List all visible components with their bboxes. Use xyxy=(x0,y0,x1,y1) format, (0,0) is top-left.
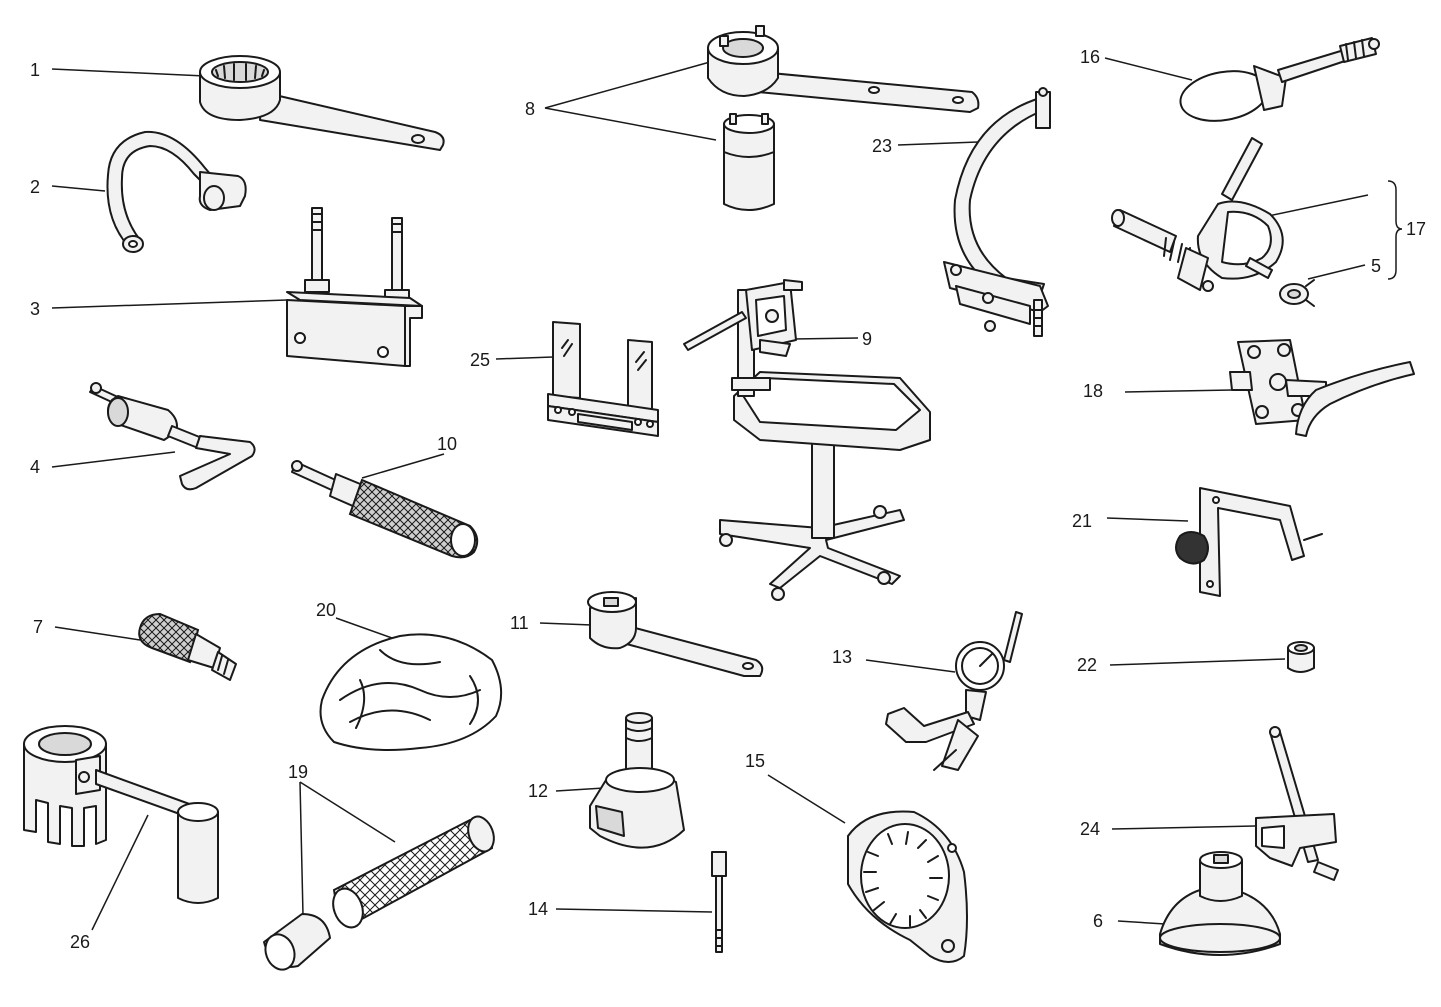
tool-24-support-pin xyxy=(1255,726,1339,881)
tool-17-cam-timing-tool xyxy=(1111,137,1284,292)
label-2: 2 xyxy=(30,177,40,197)
tool-1-ring-spanner xyxy=(199,55,445,151)
label-16: 16 xyxy=(1080,47,1100,67)
tool-18-flange-puller xyxy=(1229,339,1415,437)
label-24: 24 xyxy=(1080,819,1100,839)
label-6: 6 xyxy=(1093,911,1103,931)
label-12: 12 xyxy=(528,781,548,801)
tool-8-ring-nut-wrench xyxy=(707,25,980,211)
tool-2-crank-hook xyxy=(106,130,247,253)
tool-16-strap-wrench xyxy=(1179,37,1380,122)
label-5: 5 xyxy=(1371,256,1381,276)
label-22: 22 xyxy=(1077,655,1097,675)
label-23: 23 xyxy=(872,136,892,156)
label-10: 10 xyxy=(437,434,457,454)
label-17: 17 xyxy=(1406,219,1426,239)
tool-15-clutch-holder xyxy=(847,810,968,963)
tool-20-protective-cover xyxy=(319,633,503,751)
tool-22-bush xyxy=(1287,641,1315,673)
label-9: 9 xyxy=(862,329,872,349)
label-4: 4 xyxy=(30,457,40,477)
label-21: 21 xyxy=(1072,511,1092,531)
tool-21-alignment-bracket xyxy=(1175,487,1323,597)
tool-26-castellated-socket xyxy=(23,725,219,904)
tool-25-fork-gauge xyxy=(547,321,659,437)
tool-4-t-handle-puller xyxy=(89,382,256,491)
label-13: 13 xyxy=(832,647,852,667)
label-18: 18 xyxy=(1083,381,1103,401)
label-25: 25 xyxy=(470,350,490,370)
label-20: 20 xyxy=(316,600,336,620)
tool-13-dial-indicator xyxy=(885,611,1023,771)
tool-5-timing-disc xyxy=(1279,279,1315,307)
label-8: 8 xyxy=(525,99,535,119)
tool-11-socket-spanner xyxy=(587,591,764,677)
tool-7-threaded-adapter xyxy=(138,612,237,681)
tool-14-locating-pin xyxy=(711,851,727,953)
label-26: 26 xyxy=(70,932,90,952)
label-3: 3 xyxy=(30,299,40,319)
tool-10-knurled-driver xyxy=(291,460,479,559)
label-7: 7 xyxy=(33,617,43,637)
label-14: 14 xyxy=(528,899,548,919)
tool-6-base-support xyxy=(1159,851,1281,956)
leader-lines xyxy=(51,57,1403,931)
label-15: 15 xyxy=(745,751,765,771)
label-19: 19 xyxy=(288,762,308,782)
tool-23-arc-bracket xyxy=(943,87,1051,337)
label-1: 1 xyxy=(30,60,40,80)
tool-12-bearing-puller xyxy=(589,712,685,849)
tool-9-engine-stand xyxy=(683,279,931,601)
tool-3-stud-plate xyxy=(286,207,423,367)
label-11: 11 xyxy=(510,613,529,633)
part-labels: 1 2 3 4 7 26 8 10 20 19 25 11 12 14 9 13… xyxy=(30,47,1426,952)
tool-19-grip-sleeve xyxy=(263,815,495,971)
